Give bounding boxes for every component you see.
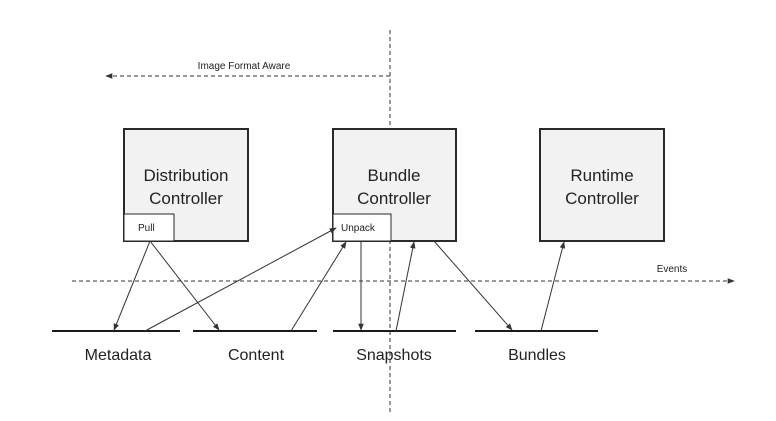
content-label: Content xyxy=(228,347,285,364)
bundle-controller-box xyxy=(332,128,457,242)
pull-tab xyxy=(123,213,175,242)
runtime-controller-title-line2: Controller xyxy=(565,189,639,208)
runtime-controller-box xyxy=(539,128,665,242)
bundles-label: Bundles xyxy=(508,347,566,364)
unpack-tab-label: Unpack xyxy=(341,223,376,234)
runtime-controller-title-line1: Runtime xyxy=(570,166,633,185)
snapshots-to-bundle-arrow xyxy=(395,241,416,332)
distribution-controller-title-line2: Controller xyxy=(149,189,223,208)
metadata-to-unpack-arrow xyxy=(144,227,337,332)
bundle-controller: Bundle Controller Unpack xyxy=(332,128,457,242)
bundle-to-bundles-arrow xyxy=(433,240,513,331)
pull-to-metadata-arrow xyxy=(113,240,151,331)
unpack-tab xyxy=(332,213,392,242)
snapshots-label: Snapshots xyxy=(356,347,432,364)
events-label: Events xyxy=(657,264,688,275)
distribution-controller: Distribution Controller Pull xyxy=(123,128,249,242)
bundle-controller-title-line1: Bundle xyxy=(368,166,421,185)
runtime-controller: Runtime Controller xyxy=(539,128,665,242)
distribution-controller-title-line1: Distribution xyxy=(143,166,228,185)
pull-tab-label: Pull xyxy=(138,223,155,234)
image-format-aware-label: Image Format Aware xyxy=(198,61,291,72)
pull-to-content-arrow xyxy=(149,240,220,331)
bundle-controller-title-line2: Controller xyxy=(357,189,431,208)
bundles-to-runtime-arrow xyxy=(540,241,566,332)
content-to-unpack-arrow xyxy=(290,241,347,332)
metadata-label: Metadata xyxy=(85,347,152,364)
